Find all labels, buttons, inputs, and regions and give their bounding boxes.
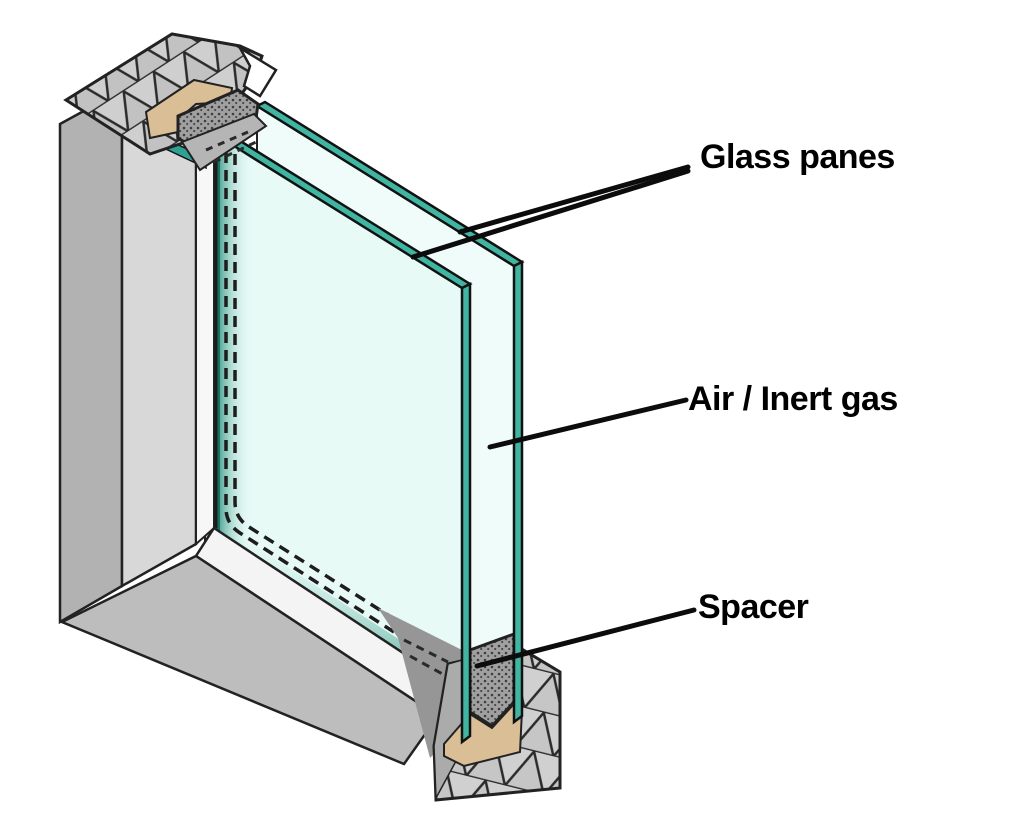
- spacer-perforation-dashes: [224, 152, 452, 670]
- frame-notch: [236, 44, 278, 98]
- leader-lines: [410, 164, 697, 669]
- label-spacer: Spacer: [698, 588, 809, 626]
- leader-glass-pane-inner: [410, 168, 691, 260]
- sealant-top: [144, 78, 234, 140]
- leader-air-gap: [487, 397, 689, 450]
- window-frame-left-jamb: [58, 87, 218, 625]
- label-air-inert-gas: Air / Inert gas: [688, 380, 898, 418]
- label-glass-panes: Glass panes: [700, 138, 895, 176]
- leader-spacer: [474, 607, 697, 669]
- frame-cross-section-top: [63, 32, 278, 172]
- glass-pane-edges-front: [460, 259, 524, 745]
- leader-glass-pane-outer: [457, 164, 691, 235]
